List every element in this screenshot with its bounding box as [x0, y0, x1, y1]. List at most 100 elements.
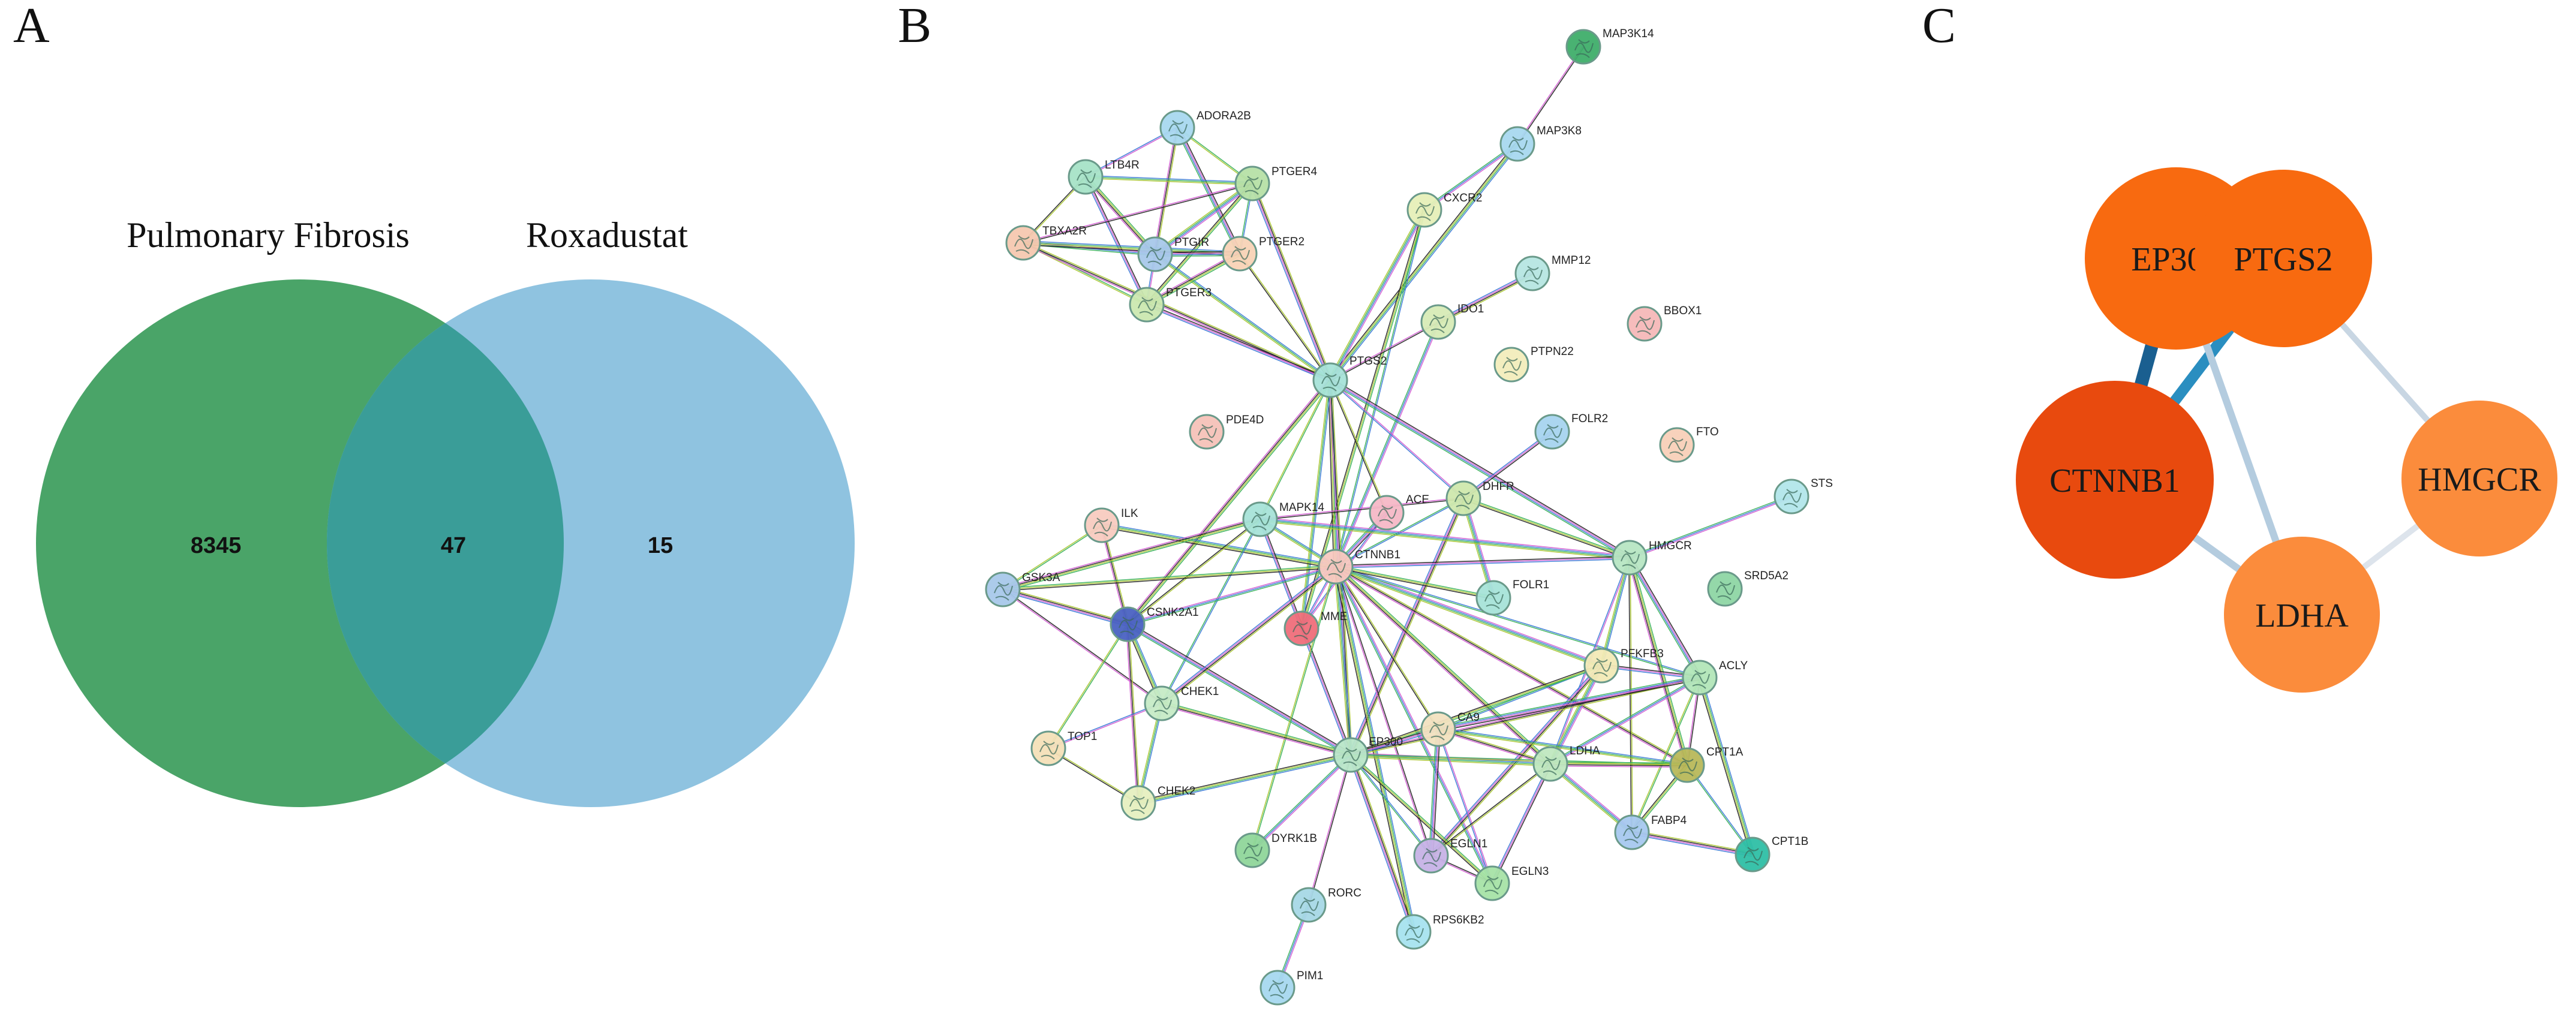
edge-mapk14-chek1 [1161, 519, 1261, 704]
venn-left-count: 8345 [191, 533, 242, 558]
node-ace[interactable]: ACE [1369, 494, 1429, 531]
node-folr1[interactable]: FOLR1 [1475, 579, 1549, 616]
node-hmgcr[interactable]: HMGCR [1612, 540, 1692, 576]
node-cxcr2[interactable]: CXCR2 [1406, 192, 1482, 228]
hub-node-hmgcr[interactable]: HMGCR [2401, 401, 2557, 556]
protein-structure-icon [1014, 235, 1033, 254]
node-ep300[interactable]: EP300 [1333, 736, 1403, 773]
node-rorc[interactable]: RORC [1291, 887, 1361, 923]
hub-node-label-ldha: LDHA [2255, 597, 2349, 634]
protein-structure-icon [1678, 757, 1697, 777]
edge-acly-ep300 [1350, 676, 1700, 757]
protein-structure-icon [994, 582, 1013, 601]
edge-ptgs2-csnk2a1 [1125, 378, 1333, 626]
node-gsk3a[interactable]: GSK3A [985, 571, 1060, 607]
node-chek1[interactable]: CHEK1 [1144, 685, 1219, 721]
node-chek2[interactable]: CHEK2 [1120, 785, 1195, 821]
node-ptpn22[interactable]: PTPN22 [1493, 345, 1574, 383]
node-label-ptpn22: PTPN22 [1531, 345, 1574, 358]
protein-structure-icon [1691, 670, 1710, 689]
node-ptger4[interactable]: PTGER4 [1234, 166, 1317, 201]
protein-structure-icon [1574, 39, 1594, 58]
node-cpt1b[interactable]: CPT1B [1735, 835, 1808, 872]
edge-hmgcr-cpt1a [1627, 556, 1690, 766]
protein-structure-icon [1198, 424, 1217, 443]
node-srd5a2[interactable]: SRD5A2 [1707, 570, 1789, 607]
edge-ctnnb1-chek1 [1160, 564, 1337, 706]
hub-node-ptgs2[interactable]: PTGS2 [2195, 170, 2372, 347]
protein-structure-icon [1168, 120, 1188, 139]
node-ptgs2[interactable]: PTGS2 [1312, 355, 1387, 398]
venn-overlap-count: 47 [441, 533, 466, 558]
protein-structure-icon [1321, 372, 1340, 392]
panel-a-letter: A [13, 0, 50, 53]
node-mapk14[interactable]: MAPK14 [1242, 501, 1324, 537]
edge-hmgcr-acly [1627, 556, 1702, 679]
node-ca9[interactable]: CA9 [1420, 711, 1480, 747]
protein-structure-icon [1300, 897, 1319, 916]
node-ltb4r[interactable]: LTB4R [1068, 159, 1140, 195]
edge-ptgs2-hmgcr [1328, 378, 1631, 560]
hub-node-ldha[interactable]: LDHA [2224, 537, 2380, 693]
node-cpt1a[interactable]: CPT1A [1669, 746, 1744, 783]
node-label-gsk3a: GSK3A [1022, 571, 1060, 584]
node-label-chek1: CHEK1 [1181, 685, 1219, 698]
node-sts[interactable]: STS [1774, 477, 1833, 514]
node-map3k8[interactable]: MAP3K8 [1499, 125, 1582, 162]
node-csnk2a1[interactable]: CSNK2A1 [1110, 606, 1199, 642]
node-ptger3[interactable]: PTGER3 [1129, 287, 1212, 323]
node-top1[interactable]: TOP1 [1030, 730, 1097, 766]
node-pde4d[interactable]: PDE4D [1189, 414, 1264, 450]
node-pim1[interactable]: PIM1 [1260, 970, 1323, 1006]
node-ctnnb1[interactable]: CTNNB1 [1318, 549, 1400, 585]
node-mmp12[interactable]: MMP12 [1514, 254, 1591, 291]
protein-structure-icon [1243, 176, 1263, 195]
node-ilk[interactable]: ILK [1084, 507, 1138, 543]
node-label-rorc: RORC [1328, 887, 1361, 899]
node-dyrk1b[interactable]: DYRK1B [1234, 832, 1317, 868]
edge-cpt1a-cpt1b [1686, 764, 1754, 856]
protein-structure-icon [1592, 658, 1612, 677]
node-ptger2[interactable]: PTGER2 [1222, 236, 1304, 272]
protein-structure-icon [1119, 616, 1138, 636]
protein-structure-icon [1251, 511, 1270, 531]
node-label-cpt1b: CPT1B [1772, 835, 1808, 848]
panel-b-letter: B [898, 0, 932, 53]
node-map3k14[interactable]: MAP3K14 [1565, 28, 1654, 65]
node-pfkfb3[interactable]: PFKFB3 [1583, 648, 1664, 684]
protein-structure-icon [1716, 581, 1735, 600]
node-ldha[interactable]: LDHA [1532, 745, 1600, 782]
node-adora2b[interactable]: ADORA2B [1159, 110, 1251, 146]
edge-ca9-egln3 [1437, 729, 1493, 884]
node-folr2[interactable]: FOLR2 [1534, 413, 1608, 450]
node-bbox1[interactable]: BBOX1 [1627, 305, 1702, 342]
edge-ctnnb1-ep300 [1334, 566, 1352, 756]
node-egln1[interactable]: EGLN1 [1413, 838, 1487, 874]
node-ido1[interactable]: IDO1 [1420, 303, 1484, 340]
edge-ctnnb1-pfkfb3 [1334, 564, 1603, 668]
edge-ptgs2-mapk14 [1259, 380, 1331, 520]
node-acly[interactable]: ACLY [1682, 660, 1748, 696]
protein-structure-icon [1454, 491, 1474, 510]
node-fabp4[interactable]: FABP4 [1614, 814, 1687, 850]
hub-node-label-ptgs2: PTGS2 [2234, 241, 2333, 278]
node-label-cxcr2: CXCR2 [1444, 192, 1482, 204]
node-label-dyrk1b: DYRK1B [1272, 832, 1317, 845]
edge-ctnnb1-acly [1335, 565, 1700, 679]
node-dhfr[interactable]: DHFR [1445, 480, 1514, 516]
node-label-rps6kb2: RPS6KB2 [1433, 914, 1484, 926]
protein-structure-icon [1153, 696, 1172, 715]
node-fto[interactable]: FTO [1659, 426, 1719, 463]
node-ptgir[interactable]: PTGIR [1137, 236, 1209, 272]
venn-right-label: Roxadustat [526, 215, 688, 255]
node-mme[interactable]: MME [1284, 610, 1347, 646]
edge-ido1-ptgs2 [1330, 321, 1439, 381]
node-egln3[interactable]: EGLN3 [1474, 865, 1549, 901]
hub-node-ctnnb1[interactable]: CTNNB1 [2016, 381, 2214, 579]
node-rps6kb2[interactable]: RPS6KB2 [1396, 914, 1484, 950]
node-tbxa2r[interactable]: TBXA2R [1005, 225, 1087, 261]
protein-structure-icon [1415, 202, 1435, 221]
node-label-folr1: FOLR1 [1513, 579, 1549, 591]
protein-structure-icon [1429, 721, 1448, 741]
